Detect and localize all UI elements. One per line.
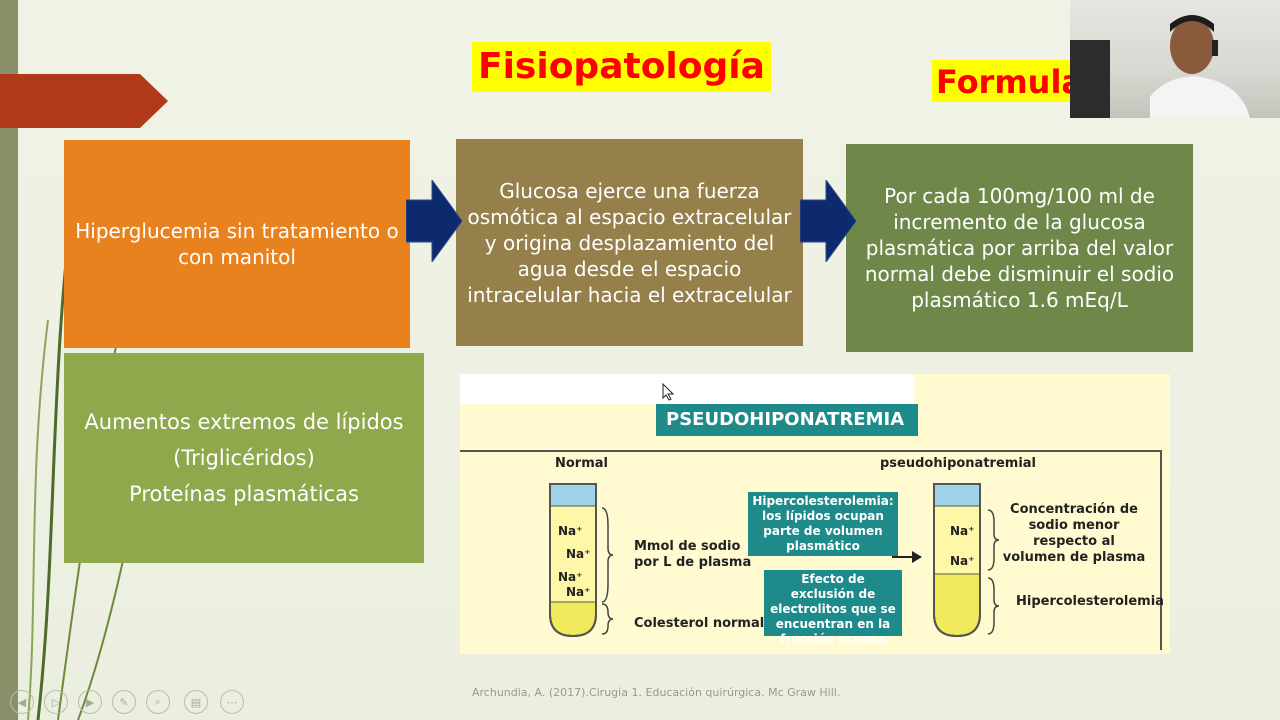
sodium-label: Na⁺ bbox=[950, 524, 975, 538]
zoom-icon[interactable]: ⌕ bbox=[146, 690, 170, 714]
bracket-icon bbox=[601, 603, 614, 635]
osmotic-force-box: Glucosa ejerce una fuerza osmótica al es… bbox=[456, 139, 803, 346]
electrolyte-exclusion-box: Efecto de exclusión de electrolitos que … bbox=[764, 570, 902, 646]
sodium-correction-box: Por cada 100mg/100 ml de incremento de l… bbox=[846, 144, 1193, 352]
pen-icon[interactable]: ✎ bbox=[112, 690, 136, 714]
sodium-label: Na⁺ bbox=[566, 585, 591, 599]
triglycerides-line: (Triglicéridos) bbox=[173, 446, 315, 470]
bracket-icon bbox=[601, 507, 614, 603]
webcam-overlay bbox=[1070, 0, 1280, 118]
normal-tube bbox=[549, 483, 597, 638]
prev-icon[interactable]: ◀ bbox=[10, 690, 34, 714]
arrow-right-icon bbox=[406, 180, 462, 262]
hypercholesterolemia-label: Hipercolesterolemia bbox=[1016, 594, 1164, 609]
hypercholesterolemia-box: Hipercolesterolemia: los lípidos ocupan … bbox=[748, 492, 898, 556]
figure-frame bbox=[460, 450, 1162, 650]
concentration-label: Concentración de sodio menor respecto al… bbox=[1002, 502, 1146, 565]
lipids-line: Aumentos extremos de lípidos bbox=[84, 410, 404, 434]
sodium-label: Na⁺ bbox=[950, 554, 975, 568]
mouse-cursor-icon bbox=[662, 383, 674, 401]
pseudohyponatremia-figure: PSEUDOHIPONATREMIA Normal pseudohiponatr… bbox=[460, 374, 1170, 654]
mmol-label: Mmol de sodio por L de plasma bbox=[634, 539, 752, 570]
play-icon[interactable]: ▷ bbox=[44, 690, 68, 714]
arrow-right-icon bbox=[800, 180, 856, 262]
presenter-avatar bbox=[1150, 15, 1250, 118]
slides-icon[interactable]: ▤ bbox=[184, 690, 208, 714]
figure-header: PSEUDOHIPONATREMIA bbox=[656, 404, 918, 436]
sodium-label: Na⁺ bbox=[558, 524, 583, 538]
red-banner-arrow bbox=[0, 74, 168, 128]
sodium-label: Na⁺ bbox=[558, 570, 583, 584]
pseudo-label: pseudohiponatremial bbox=[880, 456, 1036, 471]
more-icon[interactable]: ⋯ bbox=[220, 690, 244, 714]
next-icon[interactable]: ▶ bbox=[78, 690, 102, 714]
lipids-box: Aumentos extremos de lípidos (Triglicéri… bbox=[64, 353, 424, 563]
pseudo-tube bbox=[933, 483, 981, 638]
bracket-icon bbox=[987, 509, 1000, 571]
arrow-right-icon bbox=[892, 551, 922, 563]
normal-cholesterol-label: Colesterol normal bbox=[634, 616, 765, 631]
slide-title: Fisiopatología bbox=[472, 42, 771, 92]
citation: Archundia, A. (2017).Cirugía 1. Educació… bbox=[472, 686, 841, 699]
left-decor-strip bbox=[0, 0, 18, 720]
proteins-line: Proteínas plasmáticas bbox=[129, 482, 359, 506]
bracket-icon bbox=[987, 577, 1000, 635]
formula-title: Formula bbox=[932, 60, 1076, 102]
sodium-label: Na⁺ bbox=[566, 547, 591, 561]
hyperglycemia-box: Hiperglucemia sin tratamiento o con mani… bbox=[64, 140, 410, 348]
normal-label: Normal bbox=[555, 456, 608, 471]
